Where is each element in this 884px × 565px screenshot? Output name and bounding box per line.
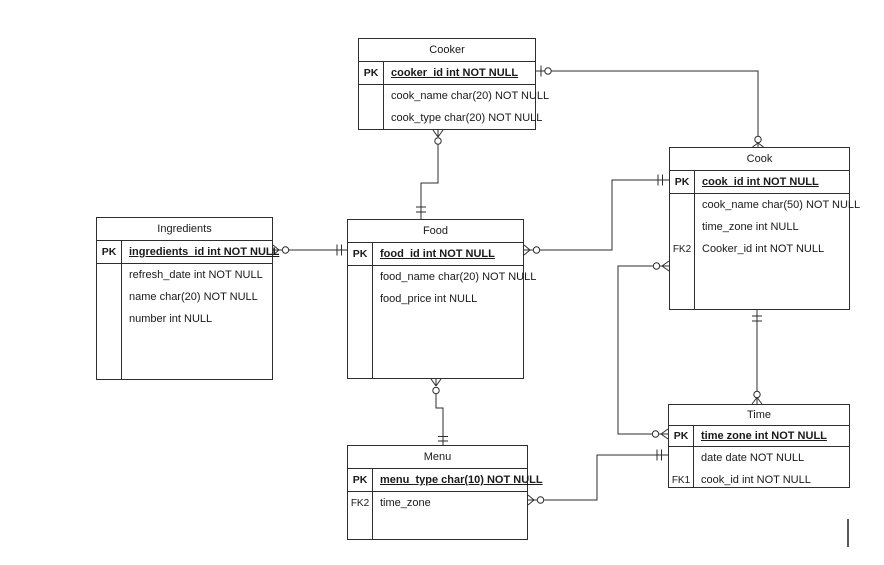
attribute-row: FK2 time_zone xyxy=(348,492,527,514)
pk-attribute: cook_id int NOT NULL xyxy=(702,176,819,188)
pk-row: PK cooker_id int NOT NULL xyxy=(359,62,535,85)
relationship-ingredients-food[interactable] xyxy=(272,244,347,256)
pk-row: PK ingredients_id int NOT NULL xyxy=(97,241,279,264)
pk-attribute: time zone int NOT NULL xyxy=(701,430,827,442)
attribute: date date NOT NULL xyxy=(701,452,805,464)
relationship-menu-time[interactable] xyxy=(527,449,668,506)
attribute-row: cook_name char(50) NOT NULL xyxy=(670,194,860,216)
pk-attribute: menu_type char(10) NOT NULL xyxy=(380,474,543,486)
pk-label: PK xyxy=(674,176,690,188)
key-column-divider xyxy=(372,468,373,539)
relationship-food-menu[interactable] xyxy=(430,378,448,445)
pk-row: PK menu_type char(10) NOT NULL xyxy=(348,469,543,492)
attribute: food_name char(20) NOT NULL xyxy=(380,271,537,283)
entity-title: Food xyxy=(348,220,523,243)
key-column-divider xyxy=(693,425,694,487)
pk-attribute: ingredients_id int NOT NULL xyxy=(129,246,280,258)
key-column-divider xyxy=(383,61,384,129)
relationship-food-cook[interactable] xyxy=(523,174,669,256)
pk-label: PK xyxy=(352,248,368,260)
relationship-cooker-food[interactable] xyxy=(416,129,444,219)
key-column-divider xyxy=(372,242,373,378)
attribute: cook_type char(20) NOT NULL xyxy=(391,112,543,124)
attribute: time_zone xyxy=(380,497,431,509)
pk-label: PK xyxy=(363,67,379,79)
attribute-row: name char(20) NOT NULL xyxy=(97,286,272,308)
attribute-row: FK1 cook_id int NOT NULL xyxy=(669,469,849,491)
attribute-row: food_price int NULL xyxy=(348,288,523,310)
attribute: number int NULL xyxy=(129,313,213,325)
attribute: name char(20) NOT NULL xyxy=(129,291,258,303)
attribute-row: food_name char(20) NOT NULL xyxy=(348,266,536,288)
fk-label: FK2 xyxy=(350,497,370,509)
pk-row: PK food_id int NOT NULL xyxy=(348,243,523,266)
attribute: time_zone int NULL xyxy=(702,221,799,233)
key-column-divider xyxy=(694,170,695,309)
key-column-divider xyxy=(121,240,122,379)
entity-cook[interactable]: Cook PK cook_id int NOT NULL cook_name c… xyxy=(669,147,860,310)
relationship-cook-time-vertical[interactable] xyxy=(751,310,763,405)
entity-title: Cooker xyxy=(359,39,535,62)
attribute: food_price int NULL xyxy=(380,293,478,305)
entity-food[interactable]: Food PK food_id int NOT NULL food_name c… xyxy=(347,219,536,379)
entity-title: Menu xyxy=(348,446,527,469)
entity-ingredients[interactable]: Ingredients PK ingredients_id int NOT NU… xyxy=(96,217,279,380)
entity-menu[interactable]: Menu PK menu_type char(10) NOT NULL FK2 … xyxy=(347,445,543,540)
entity-cooker[interactable]: Cooker PK cooker_id int NOT NULL cook_na… xyxy=(358,38,549,130)
attribute-row: cook_type char(20) NOT NULL xyxy=(359,107,542,129)
entity-title: Ingredients xyxy=(97,218,272,241)
attribute-row: FK2 Cooker_id int NOT NULL xyxy=(670,238,849,260)
attribute-row: time_zone int NULL xyxy=(670,216,849,238)
attribute: cook_id int NOT NULL xyxy=(701,474,811,486)
attribute-row: number int NULL xyxy=(97,308,272,330)
entity-time[interactable]: Time PK time zone int NOT NULL date date… xyxy=(668,404,850,488)
attribute: refresh_date int NOT NULL xyxy=(129,269,263,281)
attribute-row: cook_name char(20) NOT NULL xyxy=(359,85,549,107)
pk-label: PK xyxy=(101,246,117,258)
pk-row: PK cook_id int NOT NULL xyxy=(670,171,849,194)
attribute: cook_name char(50) NOT NULL xyxy=(702,199,861,211)
entity-title: Time xyxy=(669,405,849,426)
pk-attribute: cooker_id int NOT NULL xyxy=(391,67,519,79)
entity-title: Cook xyxy=(670,148,849,171)
attribute-row: date date NOT NULL xyxy=(669,447,849,469)
attribute-row: refresh_date int NOT NULL xyxy=(97,264,272,286)
pk-label: PK xyxy=(352,474,368,486)
pk-row: PK time zone int NOT NULL xyxy=(669,426,849,447)
pk-attribute: food_id int NOT NULL xyxy=(380,248,495,260)
relationship-cook-time-side[interactable] xyxy=(617,260,670,440)
attribute: Cooker_id int NOT NULL xyxy=(702,243,825,255)
relationship-cooker-cook[interactable] xyxy=(536,65,764,148)
fk-label: FK1 xyxy=(671,474,691,486)
attribute: cook_name char(20) NOT NULL xyxy=(391,90,550,102)
pk-label: PK xyxy=(673,430,689,442)
fk-label: FK2 xyxy=(672,243,692,255)
